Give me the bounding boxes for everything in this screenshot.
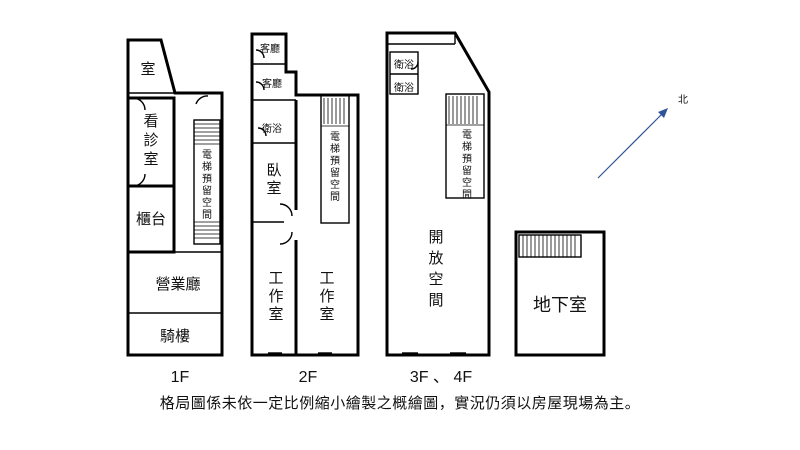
door-arc	[132, 97, 146, 111]
stairs-1f	[194, 123, 220, 239]
room-label: 衛浴	[394, 58, 414, 71]
room-label: 電	[202, 149, 212, 161]
floor-3f4f-outline	[385, 31, 491, 357]
door-arc	[255, 81, 265, 91]
room-label: 預	[330, 155, 340, 167]
room-label: 室	[268, 305, 283, 323]
disclaimer-note: 格局圖係未依一定比例縮小繪製之概繪圖，實況仍須以房屋現場為主。	[159, 394, 641, 412]
floor-2f-plan: 客廳 客廳 衛浴 臥 室 電 梯 預 留 空 間 工 作 室 工 作 室 2F	[250, 32, 360, 386]
elevator-shaft-3f	[445, 93, 485, 199]
floor-label: 2F	[299, 369, 318, 386]
door-arc	[279, 203, 293, 217]
room-label: 留	[462, 164, 472, 177]
floor-label: 1F	[171, 369, 190, 386]
door-arc	[279, 231, 293, 245]
floor-1f-plan: 室 看 診 室 櫃台 電 梯 預 留 空 間 營業廳 騎樓 1F	[126, 38, 224, 386]
room-label: 室	[143, 150, 158, 168]
room-label: 衛浴	[262, 122, 282, 135]
north-arrow-icon: 北	[597, 94, 688, 179]
room-label: 空	[428, 270, 443, 288]
room-label: 衛浴	[394, 81, 414, 94]
stairs-2f	[321, 98, 349, 127]
stairs-b1	[522, 235, 576, 257]
room-label: 空	[202, 196, 212, 209]
floor-1f-outline	[126, 38, 224, 357]
room-label: 作	[319, 287, 334, 305]
room-label: 預	[202, 173, 212, 185]
room-label: 留	[330, 166, 340, 179]
room-label: 作	[268, 287, 283, 305]
room-label: 電	[462, 129, 472, 141]
room-label: 預	[462, 153, 472, 165]
room-label: 間	[330, 191, 340, 203]
room-label: 看	[143, 112, 158, 130]
floor-2f-outline	[250, 32, 360, 357]
room-label: 留	[202, 184, 212, 197]
elevator-shaft-1f	[193, 119, 221, 245]
room-label: 室	[319, 305, 334, 323]
door-arc	[132, 173, 146, 187]
room-label: 客廳	[262, 77, 282, 90]
room-label: 騎樓	[160, 327, 190, 345]
room-label: 臥	[266, 161, 281, 179]
room-label: 空	[330, 178, 340, 191]
door-arc	[257, 127, 267, 137]
room-label: 空	[462, 176, 472, 189]
room-label: 電	[330, 131, 340, 143]
room-label: 間	[462, 189, 472, 201]
stairs-3f	[446, 96, 484, 126]
room-label: 客廳	[260, 42, 280, 55]
bath-block	[389, 51, 419, 95]
room-label: 營業廳	[155, 275, 200, 293]
room-label: 間	[202, 209, 212, 221]
room-label: 室	[140, 60, 155, 78]
door-arc	[255, 49, 265, 59]
floor-3f4f-plan: 衛浴 衛浴 電 梯 預 留 空 間 開 放 空 間 3F 、 4F	[385, 31, 491, 386]
room-label: 梯	[202, 160, 212, 173]
basement-stair-box	[518, 234, 582, 258]
north-label: 北	[678, 94, 688, 106]
room-label: 開	[428, 228, 443, 246]
room-label: 放	[428, 249, 443, 267]
room-label: 梯	[462, 140, 472, 153]
basement-outline	[514, 230, 606, 357]
room-label: 地下室	[533, 295, 587, 316]
elevator-shaft-2f	[320, 94, 350, 224]
room-label: 工	[319, 269, 334, 287]
door-arc	[410, 61, 419, 70]
floor-label: 3F 、 4F	[410, 369, 472, 386]
room-label: 梯	[330, 142, 340, 155]
room-label: 工	[268, 269, 283, 287]
room-label: 櫃台	[136, 210, 166, 228]
room-label: 間	[428, 291, 443, 309]
room-label: 診	[143, 131, 158, 149]
floor-b1-plan: 地下室	[514, 230, 606, 357]
door-arc	[195, 95, 209, 105]
room-label: 室	[266, 179, 281, 197]
